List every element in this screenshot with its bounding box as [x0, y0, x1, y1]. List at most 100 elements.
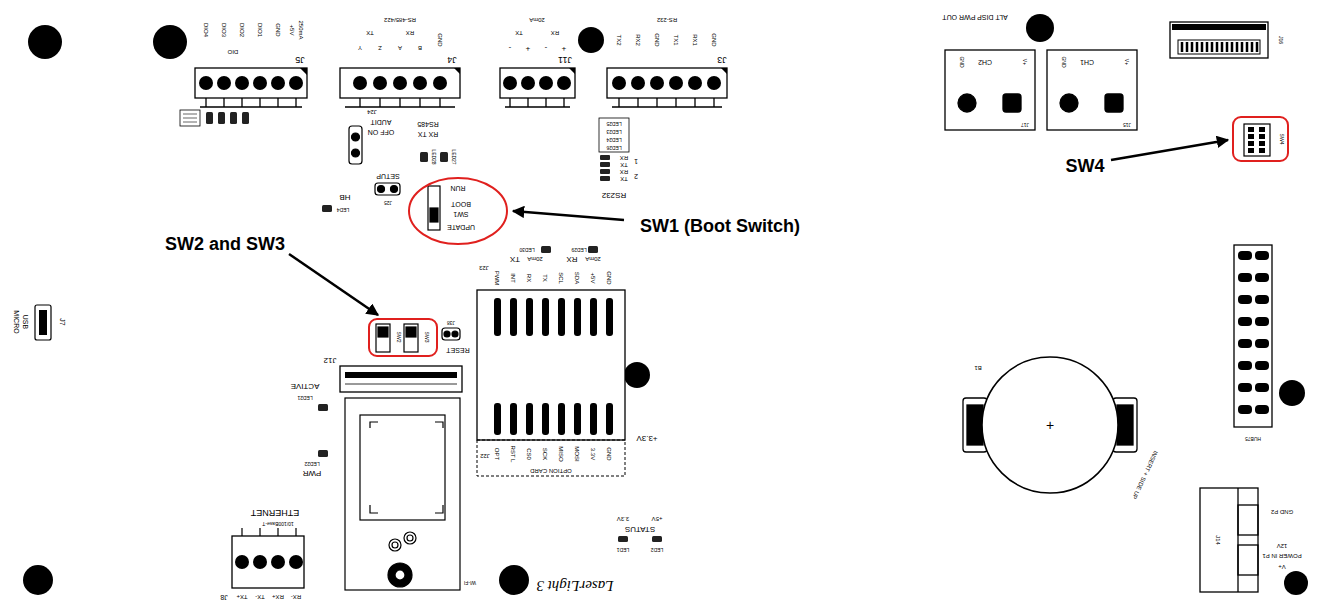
- terminal-pin: [539, 76, 553, 90]
- silkscreen-label: GND: [959, 56, 964, 67]
- silkscreen-label: TX: [515, 30, 523, 36]
- silkscreen-label: HB: [339, 193, 350, 201]
- silkscreen-label: J25: [384, 200, 392, 205]
- hub75-connector: [1238, 251, 1269, 414]
- battery-holder: [1117, 405, 1133, 445]
- terminal-block: [500, 68, 575, 98]
- silkscreen-label: GND: [275, 23, 281, 36]
- card-connector: [340, 366, 462, 392]
- switch-symbol: [1259, 148, 1265, 153]
- led: [618, 536, 628, 542]
- led: [420, 152, 428, 162]
- silkscreen-label: TX: [542, 274, 548, 282]
- switch-label: BOOT: [451, 201, 471, 208]
- switch-symbol: [1259, 134, 1265, 139]
- silkscreen-label: SETUP: [376, 173, 399, 180]
- header-pin: [510, 298, 517, 336]
- ethernet-connector: [242, 528, 296, 536]
- led: [600, 176, 610, 181]
- terminal-pin: [669, 76, 683, 90]
- callout-label: SW4: [1065, 157, 1104, 175]
- output-connector: [1003, 94, 1021, 112]
- callout-label: SW1 (Boot Switch): [640, 217, 800, 235]
- switch-symbol: [1244, 124, 1270, 156]
- silkscreen-label: J11: [558, 55, 572, 64]
- callout-arrow: [289, 254, 378, 315]
- red-outline: [369, 319, 437, 356]
- hub75-connector: [1255, 251, 1269, 260]
- led: [322, 205, 332, 212]
- terminal-pin: [688, 76, 702, 90]
- silkscreen-label: RS485: [417, 121, 438, 128]
- option-card-outline: [477, 440, 625, 476]
- silkscreen-label: J23: [479, 265, 489, 271]
- silkscreen-label: OPTION CARD: [530, 468, 572, 474]
- ethernet-connector: [232, 528, 304, 588]
- led: [440, 152, 448, 162]
- silkscreen-label: 3.3V: [617, 516, 629, 522]
- header-pin: [606, 298, 613, 336]
- output-connector: [1047, 50, 1137, 130]
- callout-arrow: [289, 140, 1228, 315]
- header-pin: [574, 298, 581, 336]
- battery-holder: [963, 357, 1137, 493]
- jumper-header: [442, 328, 460, 340]
- silkscreen-label: J8: [220, 594, 227, 601]
- hub75-connector: [1255, 317, 1269, 326]
- silkscreen-label: 250mA: [298, 20, 304, 39]
- silkscreen-label: B: [418, 45, 422, 51]
- terminal-pin: [271, 76, 285, 90]
- silkscreen-label: RX: [620, 169, 628, 175]
- silkscreen-label: 20mA: [527, 256, 543, 262]
- silkscreen-label: +: [526, 44, 531, 52]
- terminal-block: [607, 68, 727, 98]
- silkscreen-label: +5V: [590, 273, 596, 284]
- silkscreen-label: MICRO: [13, 310, 20, 333]
- terminal-pin: [289, 76, 303, 90]
- mounting-hole: [578, 27, 604, 53]
- header-pin: [510, 403, 517, 435]
- jumper-header: [378, 186, 385, 193]
- usb-connector: [35, 305, 51, 340]
- wifi-module: [388, 563, 412, 587]
- mounting-hole: [153, 25, 187, 59]
- usb-connector: [39, 310, 47, 335]
- mounting-hole: [28, 25, 62, 59]
- mounting-hole: [23, 565, 53, 595]
- ethernet-connector: [271, 555, 285, 569]
- mounting-hole: [624, 362, 650, 388]
- ribbon-connector: [1170, 22, 1268, 58]
- silkscreen-label: AUDIT: [371, 119, 392, 126]
- silkscreen-label: 20mA: [585, 256, 601, 262]
- silkscreen-label: LED2: [651, 547, 664, 552]
- silkscreen-label: +: [562, 44, 567, 52]
- led: [588, 246, 598, 253]
- silkscreen-label: LED24: [606, 137, 621, 142]
- led: [600, 162, 610, 167]
- hub75-connector: [1255, 273, 1269, 282]
- header-pin: [558, 403, 565, 435]
- silkscreen-label: STATUS: [625, 525, 655, 533]
- silkscreen-label: GND: [606, 271, 612, 284]
- silkscreen-label: RX+: [272, 594, 284, 600]
- silkscreen-label: 10/100Base-T: [262, 521, 293, 526]
- silkscreen-label: GND: [437, 33, 443, 46]
- mounting-hole: [1284, 571, 1308, 595]
- usb-connector: [35, 305, 51, 340]
- hub75-connector: [1238, 273, 1252, 282]
- jumper-header: [444, 331, 450, 337]
- hub75-connector: [1255, 383, 1269, 392]
- silkscreen-label: RX: [620, 155, 628, 161]
- silkscreen-label: LED26: [606, 145, 621, 150]
- switch-label: SW1: [453, 211, 468, 218]
- callout-outline: RUNBOOTSW1UPDATE: [408, 177, 508, 245]
- silkscreen-label: MOSI: [574, 446, 580, 461]
- silkscreen-label: +3.3V: [636, 434, 657, 442]
- led: [652, 536, 662, 542]
- terminal-pin: [373, 76, 387, 90]
- silkscreen-label: SDA: [574, 272, 580, 284]
- silkscreen-label: 20mA: [529, 17, 545, 23]
- hub75-connector: [1255, 339, 1269, 348]
